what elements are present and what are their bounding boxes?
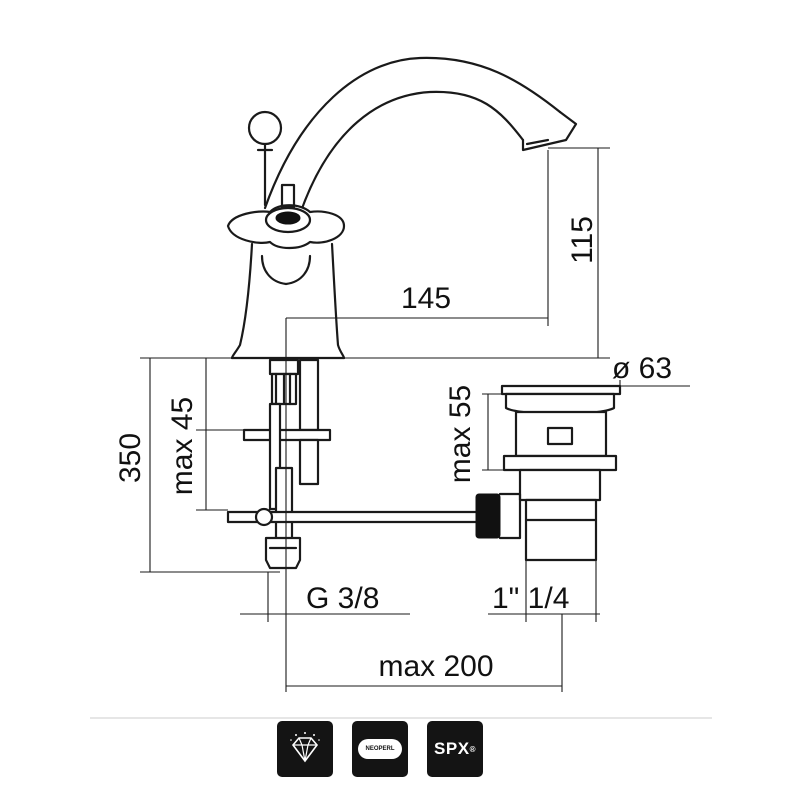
spout-reach-label: 145 <box>401 282 451 315</box>
waste-thickness-label: max 55 <box>444 385 477 483</box>
waste-connection-label: 1" 1/4 <box>492 582 569 615</box>
neoperl-label: NEOPERL <box>365 746 395 752</box>
spx-badge: SPX® <box>427 721 483 777</box>
diamond-badge <box>277 721 333 777</box>
waste-fitting <box>475 384 622 562</box>
thread-connection-label: G 3/8 <box>306 582 379 615</box>
spx-label: SPX <box>434 739 470 758</box>
deck-thickness-label: max 45 <box>166 397 199 495</box>
neoperl-logo: NEOPERL <box>358 739 402 759</box>
outlet-diameter-label: ø 63 <box>612 352 672 385</box>
diamond-icon <box>290 732 320 763</box>
faucet-body <box>226 56 578 570</box>
neoperl-badge: NEOPERL <box>352 721 408 777</box>
spout-height-label: 115 <box>566 216 599 264</box>
total-height-label: 350 <box>114 433 147 483</box>
dimension-lines <box>90 147 712 719</box>
max-distance-label: max 200 <box>378 650 493 683</box>
registered-mark: ® <box>469 744 476 754</box>
